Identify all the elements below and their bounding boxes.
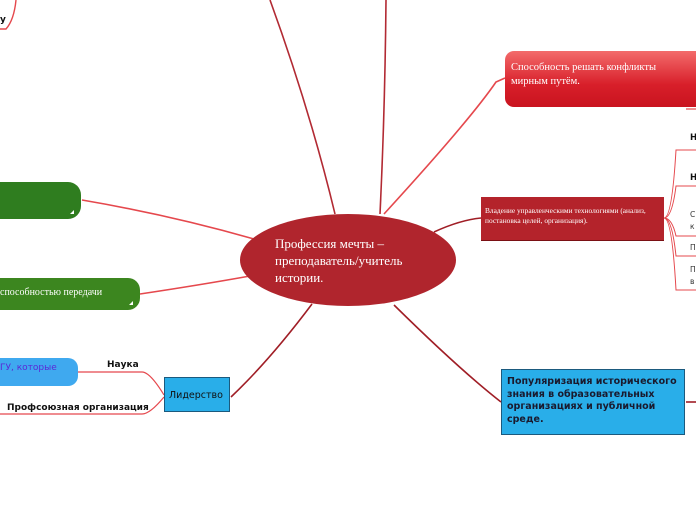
- connector-popularization: [393, 304, 502, 403]
- central-topic-line3: истории.: [275, 270, 324, 285]
- connector-top-left: [269, 0, 336, 215]
- central-topic-line1: Профессия мечты –: [275, 236, 385, 251]
- collapse-corner-icon: [129, 301, 133, 305]
- node-popularization[interactable]: Популяризация исторического знания в обр…: [501, 369, 685, 435]
- label-union[interactable]: Профсоюзная организация: [7, 403, 149, 413]
- node-management[interactable]: Владение управленческими технологиями (а…: [481, 197, 664, 241]
- connector-leadership: [230, 303, 313, 398]
- right-fragment-4: к: [690, 222, 695, 231]
- right-fragment-7: в: [690, 277, 695, 286]
- node-green-left-bottom[interactable]: способностью передачи: [0, 278, 140, 310]
- connector-green2: [139, 275, 251, 295]
- node-conflicts-text: Способность решать конфликты мирным путё…: [511, 62, 657, 87]
- node-conflicts[interactable]: Способность решать конфликты мирным путё…: [505, 51, 696, 107]
- right-fragment-5: П: [690, 243, 696, 252]
- node-leadership[interactable]: Лидерство: [164, 377, 230, 412]
- connector-top-left-fragment: [0, 0, 17, 30]
- node-management-text: Владение управленческими технологиями (а…: [485, 206, 646, 225]
- top-left-fragment: у: [0, 15, 6, 25]
- connector-union: [0, 396, 165, 415]
- node-blue-pill[interactable]: ГУ, которые: [0, 358, 78, 386]
- node-leadership-text: Лидерство: [169, 390, 223, 401]
- connector-science: [104, 371, 165, 396]
- connector-top-right: [379, 0, 387, 215]
- right-fragment-2: Н: [690, 173, 696, 183]
- connector-right-branch: [663, 149, 696, 219]
- right-fragment-6: П: [690, 265, 696, 274]
- right-fragment-3: С: [690, 210, 696, 219]
- node-green-left-bottom-text: способностью передачи: [0, 287, 103, 298]
- central-topic[interactable]: Профессия мечты – преподаватель/учитель …: [240, 214, 456, 306]
- node-popularization-text: Популяризация исторического знания в обр…: [507, 376, 677, 425]
- connector-management: [433, 217, 482, 233]
- node-green-left-top[interactable]: [0, 182, 81, 219]
- collapse-corner-icon: [70, 210, 74, 214]
- right-fragment-1: Н: [690, 133, 696, 143]
- connector-conflicts: [383, 77, 506, 215]
- label-science[interactable]: Наука: [107, 360, 139, 370]
- central-topic-line2: преподаватель/учитель: [275, 253, 403, 268]
- node-blue-pill-text: ГУ, которые: [0, 363, 57, 373]
- connector-green1: [81, 199, 255, 240]
